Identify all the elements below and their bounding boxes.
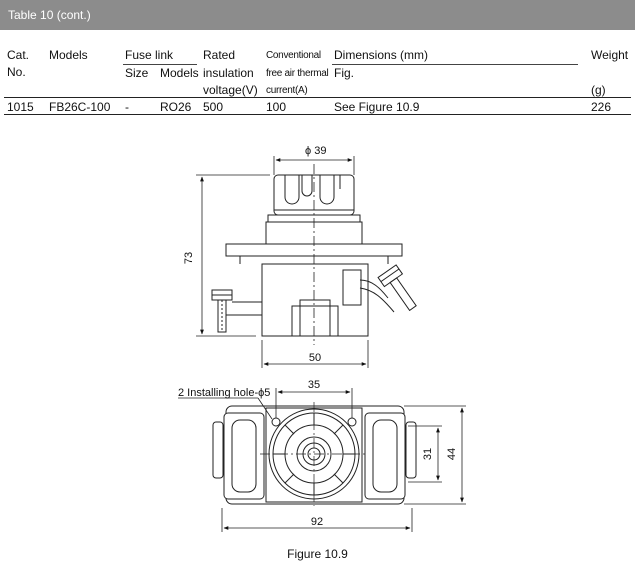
header-rated-line2: insulation: [203, 66, 254, 80]
row-current: 100: [266, 100, 287, 114]
header-conv-line1: Conventional: [266, 50, 321, 61]
header-conv-line2: free air thermal: [266, 68, 329, 79]
header-cat-line2: No.: [7, 65, 26, 79]
row-voltage: 500: [203, 100, 224, 114]
table-title: Table 10 (cont.): [8, 8, 91, 22]
dim-hole-spacing: 35: [308, 379, 320, 391]
dim-base-width: 50: [309, 352, 321, 364]
top-view-dimensions: [178, 388, 466, 532]
technical-drawing: ϕ 39 73 50: [178, 145, 466, 532]
left-terminal-block: [223, 412, 265, 500]
dim-height: 73: [183, 252, 195, 264]
dims-underline: [332, 64, 578, 65]
header-dims-line2: Fig.: [334, 66, 355, 80]
row-divider: [4, 114, 631, 115]
dim-hole-label: 2 Installing hole-ϕ5: [178, 387, 270, 399]
dim-total-length: 92: [311, 516, 323, 528]
header-weight-line2: (g): [591, 83, 606, 97]
header-models: Models: [49, 48, 88, 62]
table-title-bar: Table 10 (cont.): [0, 0, 635, 30]
top-view: [212, 402, 417, 506]
fuse-link-underline: [123, 64, 197, 65]
header-rated-line1: Rated: [203, 48, 236, 62]
row-model: FB26C-100: [49, 100, 111, 114]
side-view: [211, 164, 417, 345]
row-weight: 226: [591, 100, 612, 114]
side-view-dimensions: [196, 156, 369, 368]
row-fuse-size: -: [125, 100, 129, 114]
right-terminal-block: [364, 412, 406, 500]
figure-caption: Figure 10.9: [287, 547, 348, 561]
row-figure-ref: See Figure 10.9: [334, 100, 420, 114]
dim-inner-height: 31: [422, 448, 434, 460]
header-fuse-size: Size: [125, 66, 149, 80]
row-fuse-model: RO26: [160, 100, 192, 114]
header-cat-line1: Cat.: [7, 48, 30, 62]
header-dims-line1: Dimensions (mm): [334, 48, 429, 62]
header-fuse-link: Fuse link: [125, 48, 174, 62]
header-rated-line3: voltage(V): [203, 83, 258, 97]
dim-outer-height: 44: [446, 448, 458, 460]
header-fuse-models: Models: [160, 66, 199, 80]
row-cat-no: 1015: [7, 100, 34, 114]
right-terminal-screw: [377, 264, 417, 312]
dim-top-diameter: ϕ 39: [305, 145, 326, 157]
header-conv-line3: current(A): [266, 85, 308, 96]
header-divider: [4, 97, 631, 98]
header-weight-line1: Weight: [591, 48, 629, 62]
